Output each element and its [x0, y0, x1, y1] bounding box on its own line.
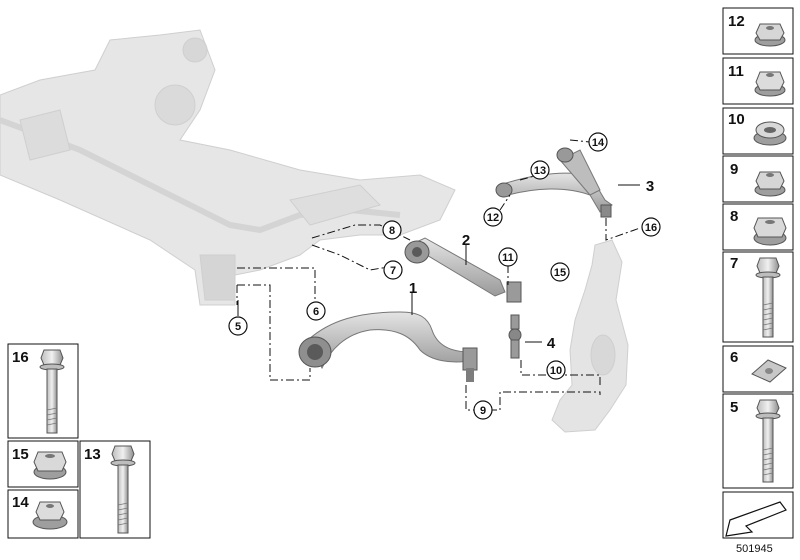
cell-label-7: 7 [730, 255, 738, 272]
callout-11 [498, 247, 518, 267]
callout-9 [473, 400, 493, 420]
callout-6 [306, 301, 326, 321]
cell-15 [7, 440, 79, 488]
nut-9-icon [754, 171, 786, 197]
cell-9 [722, 155, 794, 203]
left-parts-block: 16 15 14 13 [7, 343, 151, 539]
clip-6-icon [751, 359, 787, 383]
cell-label-16: 16 [12, 349, 29, 366]
cell-label-9: 9 [730, 161, 738, 178]
callout-5 [228, 316, 248, 336]
tension-strut [404, 237, 522, 303]
cell-label-8: 8 [730, 208, 738, 225]
cell-label-5: 5 [730, 399, 738, 416]
wheel-carrier [551, 239, 629, 433]
cell-12 [722, 7, 794, 55]
part-label-1: 1 [409, 280, 417, 297]
part-labels: 1 2 3 4 [409, 178, 654, 352]
callout-8 [382, 220, 402, 240]
callout-12 [483, 207, 503, 227]
callout-15 [550, 262, 570, 282]
callout-label-11: 11 [502, 252, 514, 264]
front-axle-subframe [0, 29, 456, 306]
callout-label-12: 12 [487, 212, 499, 224]
cell-label-14: 14 [12, 494, 29, 511]
callout-7 [383, 260, 403, 280]
right-parts-column: 12 11 10 9 8 7 6 5 [722, 7, 794, 539]
cell-13 [79, 440, 151, 539]
bolt-13-icon [110, 445, 136, 534]
cell-10 [722, 107, 794, 155]
cell-label-15: 15 [12, 446, 29, 463]
cell-16 [7, 343, 79, 439]
wishbone [495, 147, 613, 218]
nut-12-icon [754, 23, 786, 47]
orientation-arrow-icon [725, 501, 787, 537]
leader-lines [237, 184, 640, 343]
callout-label-5: 5 [235, 321, 241, 333]
callout-label-13: 13 [534, 165, 546, 177]
part-label-3: 3 [646, 178, 654, 195]
cell-label-6: 6 [730, 349, 738, 366]
callout-label-8: 8 [389, 225, 395, 237]
cell-orientation [722, 491, 794, 539]
callout-label-10: 10 [550, 365, 562, 377]
lower-control-arm [298, 311, 478, 382]
nut-10-icon [753, 121, 787, 146]
callout-label-14: 14 [592, 137, 605, 149]
callout-labels: 5 6 7 8 9 10 11 12 13 14 15 16 [235, 137, 657, 417]
callout-10 [546, 360, 566, 380]
callout-13 [530, 160, 550, 180]
nut-14-icon [32, 501, 68, 530]
cell-label-13: 13 [84, 446, 101, 463]
cell-label-11: 11 [728, 63, 744, 80]
nut-15-icon [33, 451, 67, 480]
callout-16 [641, 217, 661, 237]
diagram-id: 501945 [736, 543, 773, 555]
cell-8 [722, 203, 794, 251]
bolt-16-icon [39, 349, 65, 434]
cell-11 [722, 57, 794, 105]
cell-6 [722, 345, 794, 393]
bolt-7-icon [755, 257, 781, 338]
cell-label-12: 12 [728, 13, 745, 30]
part-label-2: 2 [462, 232, 470, 249]
stabilizer-link [508, 314, 522, 359]
nut-8-icon [753, 217, 787, 246]
callout-label-15: 15 [554, 267, 566, 279]
cell-label-10: 10 [728, 111, 745, 128]
callout-label-9: 9 [480, 405, 486, 417]
callout-14 [588, 132, 608, 152]
callout-label-16: 16 [645, 222, 657, 234]
callout-label-6: 6 [313, 306, 319, 318]
part-label-4: 4 [547, 335, 556, 352]
callouts [228, 132, 661, 420]
cell-14 [7, 489, 79, 539]
callout-label-7: 7 [390, 265, 396, 277]
nut-11-icon [754, 71, 786, 97]
bolt-5-icon [755, 399, 781, 483]
cell-5 [722, 393, 794, 489]
cell-7 [722, 251, 794, 343]
